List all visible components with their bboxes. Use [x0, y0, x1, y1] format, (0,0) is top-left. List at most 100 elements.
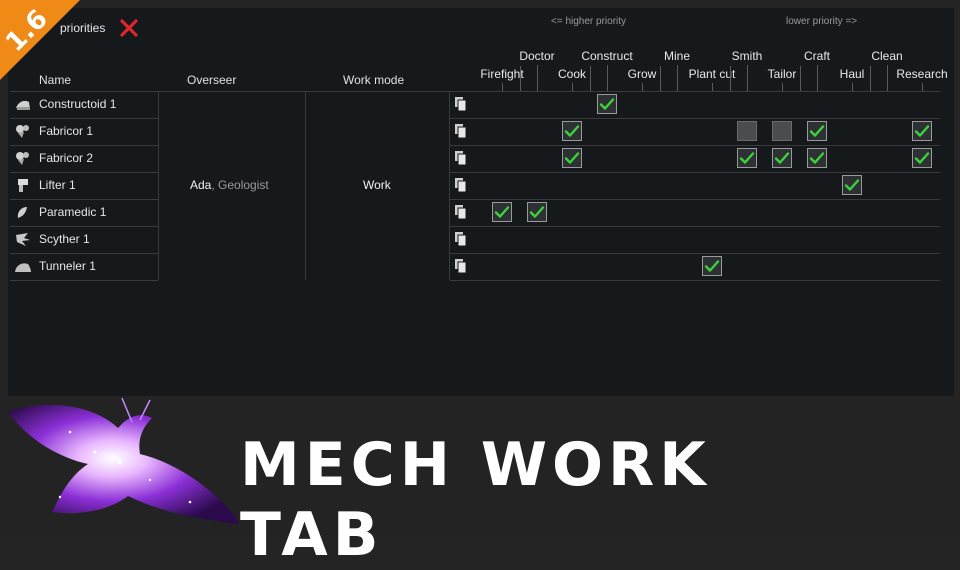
work-type-header-mine[interactable]: Mine: [663, 49, 691, 63]
work-checkbox-checked[interactable]: [702, 256, 722, 276]
work-type-header-tailor[interactable]: Tailor: [767, 67, 797, 81]
lifter-icon: [14, 177, 32, 193]
paramedic-icon: [14, 204, 32, 220]
work-type-header-cook[interactable]: Cook: [557, 67, 587, 81]
copy-paste-icon[interactable]: [454, 123, 468, 139]
work-checkbox-disabled[interactable]: [772, 121, 792, 141]
header-tick: [782, 83, 783, 91]
work-checkbox-checked[interactable]: [842, 175, 862, 195]
row-divider: [10, 145, 158, 146]
overseer-cell[interactable]: Ada, Geologist: [190, 178, 269, 192]
work-checkbox-checked[interactable]: [492, 202, 512, 222]
header-tick: [852, 83, 853, 91]
mech-name[interactable]: Paramedic 1: [39, 205, 107, 219]
work-type-header-doctor[interactable]: Doctor: [519, 49, 555, 63]
fabricor-icon: [14, 123, 32, 139]
row-divider: [10, 199, 158, 200]
work-type-header-research[interactable]: Research: [896, 67, 948, 81]
header-separator: [800, 66, 801, 91]
work-type-header-construct[interactable]: Construct: [581, 49, 633, 63]
work-checkbox-disabled[interactable]: [737, 121, 757, 141]
header-tick: [502, 83, 503, 91]
header-tick: [537, 65, 538, 91]
close-icon: [120, 19, 138, 37]
header-separator: [590, 66, 591, 91]
copy-paste-icon[interactable]: [454, 231, 468, 247]
row-divider: [450, 199, 940, 200]
header-tick: [887, 65, 888, 91]
row-divider: [10, 118, 158, 119]
priorities-label: priorities: [60, 21, 106, 35]
row-divider: [450, 172, 940, 173]
work-checkbox-checked[interactable]: [807, 148, 827, 168]
work-checkbox-checked[interactable]: [912, 148, 932, 168]
header-tick: [712, 83, 713, 91]
header-tick: [572, 83, 573, 91]
row-divider: [450, 253, 940, 254]
header-tick: [922, 83, 923, 91]
column-header-work-mode[interactable]: Work mode: [343, 73, 405, 87]
copy-paste-icon[interactable]: [454, 177, 468, 193]
higher-priority-hint: <= higher priority: [551, 16, 627, 27]
copy-paste-icon[interactable]: [454, 204, 468, 220]
work-type-header-plant-cut[interactable]: Plant cut: [688, 67, 736, 81]
tunneler-icon: [14, 258, 32, 274]
row-divider: [450, 145, 940, 146]
work-type-header-craft[interactable]: Craft: [803, 49, 831, 63]
row-divider: [10, 91, 158, 92]
copy-paste-icon[interactable]: [454, 150, 468, 166]
work-checkbox-checked[interactable]: [807, 121, 827, 141]
banner-title: MECH WORK TAB: [240, 430, 711, 570]
row-divider: [158, 91, 450, 92]
work-checkbox-checked[interactable]: [527, 202, 547, 222]
column-divider: [449, 91, 450, 280]
column-header-overseer[interactable]: Overseer: [187, 73, 237, 87]
work-panel: [8, 8, 954, 396]
header-separator: [520, 66, 521, 91]
fabricor-icon: [14, 150, 32, 166]
work-checkbox-checked[interactable]: [597, 94, 617, 114]
work-type-header-clean[interactable]: Clean: [871, 49, 903, 63]
work-checkbox-checked[interactable]: [562, 148, 582, 168]
work-checkbox-checked[interactable]: [737, 148, 757, 168]
header-tick: [747, 65, 748, 91]
header-tick: [817, 65, 818, 91]
work-type-header-firefight[interactable]: Firefight: [480, 67, 524, 81]
row-divider: [10, 280, 158, 281]
row-divider: [450, 91, 940, 92]
mech-name[interactable]: Fabricor 2: [39, 151, 94, 165]
header-tick: [677, 65, 678, 91]
constructoid-icon: [14, 96, 32, 112]
row-divider: [10, 253, 158, 254]
mech-name[interactable]: Tunneler 1: [39, 259, 96, 273]
work-mode-dropdown[interactable]: Work: [363, 178, 391, 192]
row-divider: [450, 118, 940, 119]
work-checkbox-checked[interactable]: [912, 121, 932, 141]
header-tick: [607, 65, 608, 91]
header-separator: [660, 66, 661, 91]
mech-name[interactable]: Lifter 1: [39, 178, 76, 192]
work-checkbox-checked[interactable]: [562, 121, 582, 141]
overseer-title: , Geologist: [211, 178, 269, 192]
overseer-name: Ada: [190, 178, 212, 192]
mech-name[interactable]: Constructoid 1: [39, 97, 117, 111]
moth-logo-icon: [8, 397, 240, 524]
column-header-name[interactable]: Name: [39, 73, 72, 87]
scyther-icon: [14, 231, 32, 247]
work-checkbox-checked[interactable]: [772, 148, 792, 168]
work-type-header-grow[interactable]: Grow: [627, 67, 657, 81]
column-divider: [158, 91, 159, 280]
header-separator: [730, 66, 731, 91]
mech-name[interactable]: Fabricor 1: [39, 124, 94, 138]
row-divider: [450, 226, 940, 227]
header-tick: [642, 83, 643, 91]
copy-paste-icon[interactable]: [454, 96, 468, 112]
column-divider: [305, 91, 306, 280]
priorities-toggle-button[interactable]: [118, 17, 140, 39]
header-separator: [870, 66, 871, 91]
work-type-header-smith[interactable]: Smith: [731, 49, 763, 63]
mech-name[interactable]: Scyther 1: [39, 232, 90, 246]
row-divider: [10, 172, 158, 173]
work-type-header-haul[interactable]: Haul: [839, 67, 865, 81]
copy-paste-icon[interactable]: [454, 258, 468, 274]
